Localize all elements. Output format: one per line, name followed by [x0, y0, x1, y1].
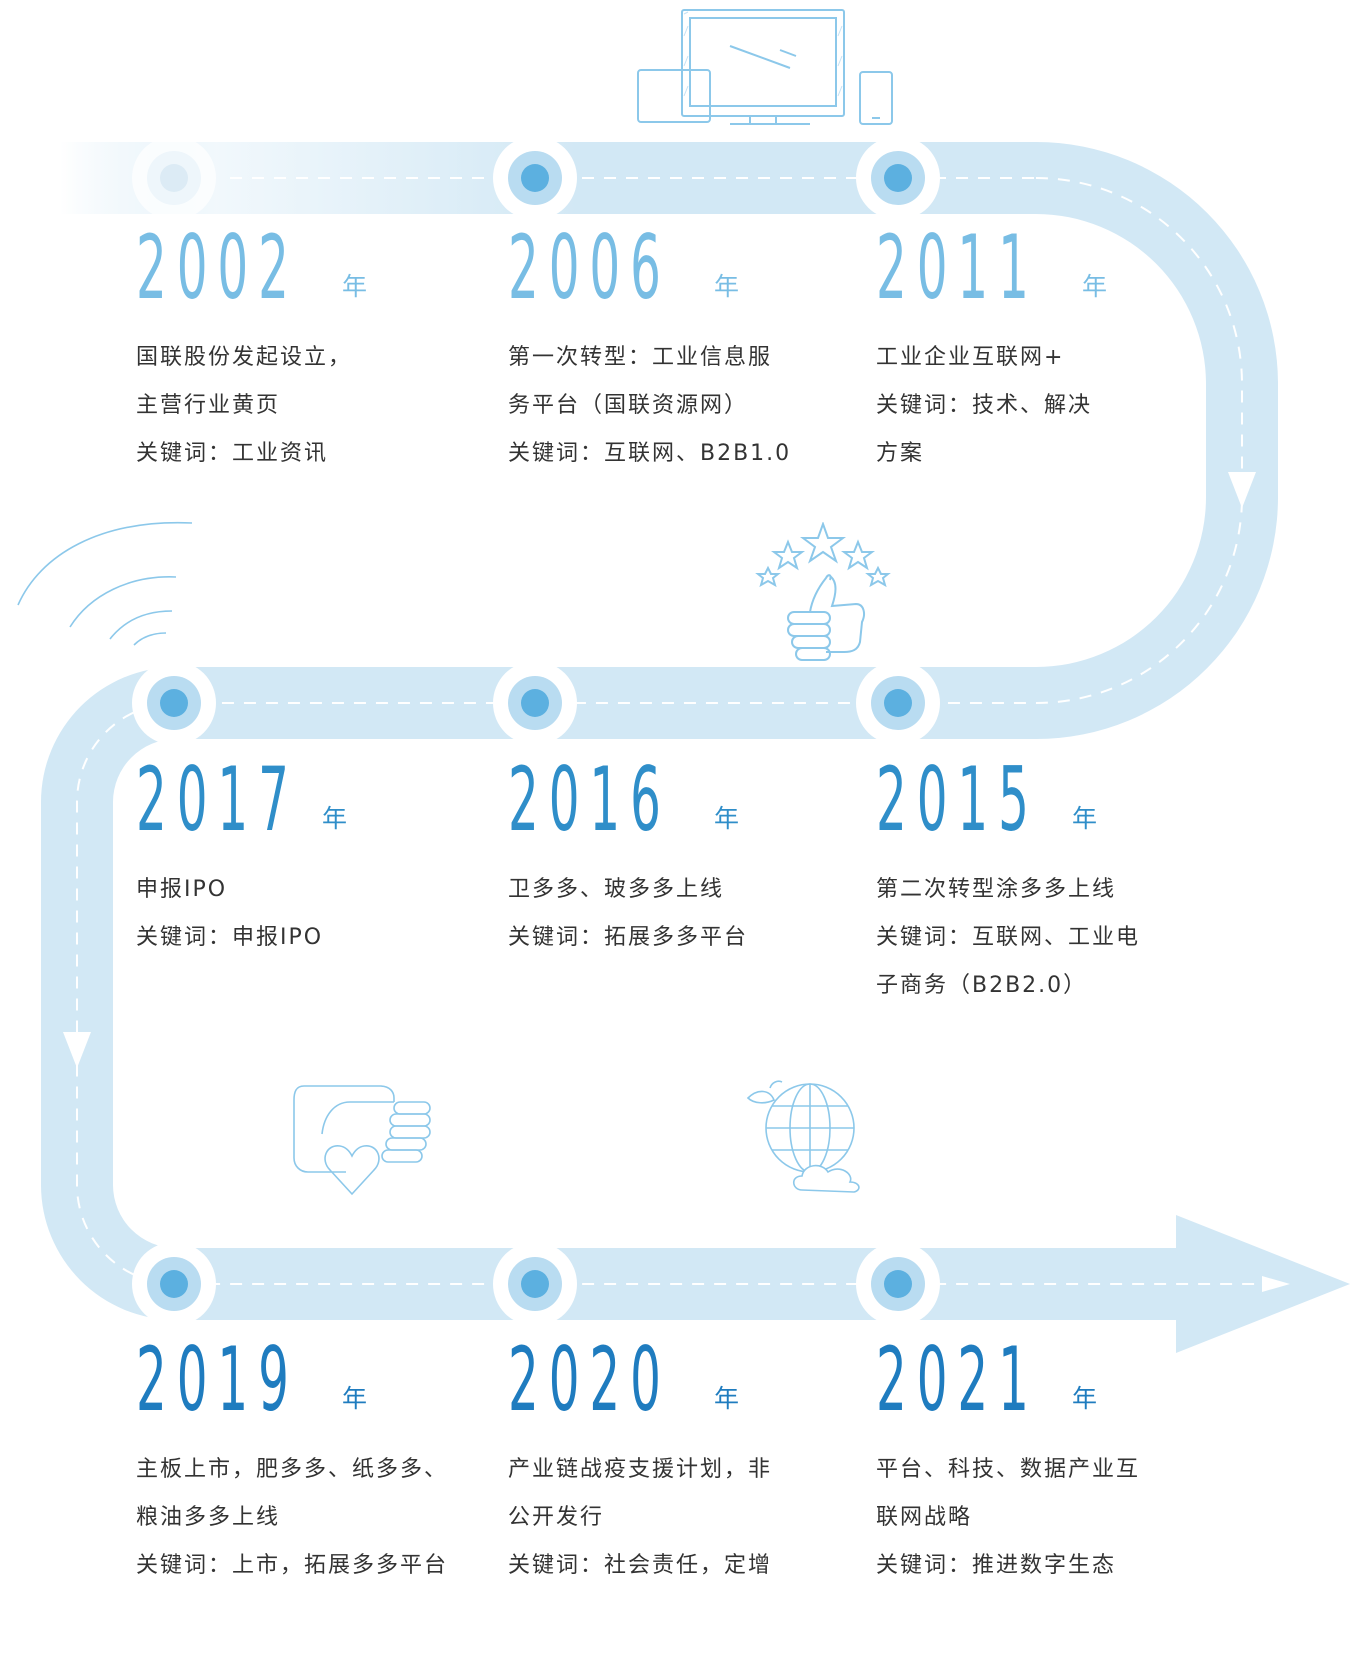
milestone-2019: 2019 年 主板上市，肥多多、纸多多、 粮油多多上线 关键词：上市，拓展多多平…	[136, 1332, 466, 1590]
year-suffix: 年	[321, 804, 347, 833]
timeline-node	[856, 661, 940, 745]
signal-waves-icon	[17, 521, 193, 646]
timeline-node	[856, 136, 940, 220]
milestone-text: 申报IPO	[136, 877, 228, 902]
monitor-devices-icon	[637, 9, 893, 125]
timeline-node	[132, 661, 216, 745]
road-arrows	[63, 472, 1290, 1292]
timeline-node	[493, 661, 577, 745]
milestone-2021: 2021 年 平台、科技、数据产业互 联网战略 关键词：推进数字生态	[876, 1332, 1206, 1590]
timeline-nodes	[132, 136, 940, 1326]
milestone-2011: 2011 年 工业企业互联网+ 关键词：技术、解决 方案	[876, 220, 1206, 478]
year-suffix: 年	[713, 1384, 739, 1413]
year-suffix: 年	[713, 272, 739, 301]
year-number: 2016	[508, 748, 671, 851]
year-number: 2002	[136, 216, 299, 319]
year-number: 2017	[136, 748, 299, 851]
thumbs-up-stars-icon	[755, 522, 891, 661]
milestone-text: 产业链战疫支援计划，非	[508, 1457, 773, 1482]
milestone-2016: 2016 年 卫多多、玻多多上线 关键词：拓展多多平台	[508, 752, 838, 962]
hand-heart-icon	[293, 1085, 431, 1196]
milestone-keywords: 关键词：工业资讯	[136, 441, 329, 466]
year-suffix: 年	[341, 1384, 367, 1413]
milestone-text: 主营行业黄页	[136, 393, 281, 418]
milestone-text: 联网战略	[876, 1505, 973, 1530]
milestone-keywords: 关键词：拓展多多平台	[508, 925, 749, 950]
milestone-keywords: 关键词：社会责任，定增	[508, 1553, 773, 1578]
milestone-2006: 2006 年 第一次转型：工业信息服 务平台（国联资源网） 关键词：互联网、B2…	[508, 220, 838, 478]
milestone-text: 主板上市，肥多多、纸多多、	[136, 1457, 449, 1482]
milestone-keywords: 关键词：推进数字生态	[876, 1553, 1117, 1578]
globe-cloud-icon	[746, 1080, 860, 1193]
milestone-text: 工业企业互联网+	[876, 345, 1065, 370]
year-number: 2015	[876, 748, 1039, 851]
milestone-keywords: 关键词：互联网、工业电	[876, 925, 1141, 950]
milestone-text: 粮油多多上线	[136, 1505, 281, 1530]
milestone-2020: 2020 年 产业链战疫支援计划，非 公开发行 关键词：社会责任，定增	[508, 1332, 838, 1590]
year-suffix: 年	[1071, 1384, 1097, 1413]
year-suffix: 年	[1081, 272, 1107, 301]
milestone-2002: 2002 年 国联股份发起设立， 主营行业黄页 关键词：工业资讯	[136, 220, 466, 478]
milestone-keywords: 关键词：技术、解决	[876, 393, 1093, 418]
timeline-node	[493, 136, 577, 220]
timeline-node	[493, 1242, 577, 1326]
year-suffix: 年	[341, 272, 367, 301]
year-suffix: 年	[713, 804, 739, 833]
year-number: 2019	[136, 1328, 299, 1431]
milestone-2015: 2015 年 第二次转型涂多多上线 关键词：互联网、工业电 子商务（B2B2.0…	[876, 752, 1206, 1010]
year-number: 2011	[876, 216, 1039, 319]
milestone-text: 平台、科技、数据产业互	[876, 1457, 1141, 1482]
milestone-keywords: 关键词：互联网、B2B1.0	[508, 441, 792, 466]
year-number: 2020	[508, 1328, 671, 1431]
timeline-node	[132, 1242, 216, 1326]
year-number: 2021	[876, 1328, 1039, 1431]
timeline-node	[856, 1242, 940, 1326]
milestone-text: 国联股份发起设立，	[136, 345, 353, 370]
year-suffix: 年	[1071, 804, 1097, 833]
milestone-keywords: 关键词：申报IPO	[136, 925, 324, 950]
milestone-keywords: 子商务（B2B2.0）	[876, 973, 1088, 998]
milestone-text: 第一次转型：工业信息服	[508, 345, 773, 370]
milestone-text: 第二次转型涂多多上线	[876, 877, 1117, 902]
milestone-text: 务平台（国联资源网）	[508, 393, 749, 418]
milestone-text: 公开发行	[508, 1505, 605, 1530]
milestone-keywords: 方案	[876, 441, 925, 466]
timeline-node	[132, 136, 216, 220]
milestone-2017: 2017 年 申报IPO 关键词：申报IPO	[136, 752, 466, 962]
milestone-text: 卫多多、玻多多上线	[508, 877, 725, 902]
year-number: 2006	[508, 216, 671, 319]
milestone-keywords: 关键词：上市，拓展多多平台	[136, 1553, 449, 1578]
